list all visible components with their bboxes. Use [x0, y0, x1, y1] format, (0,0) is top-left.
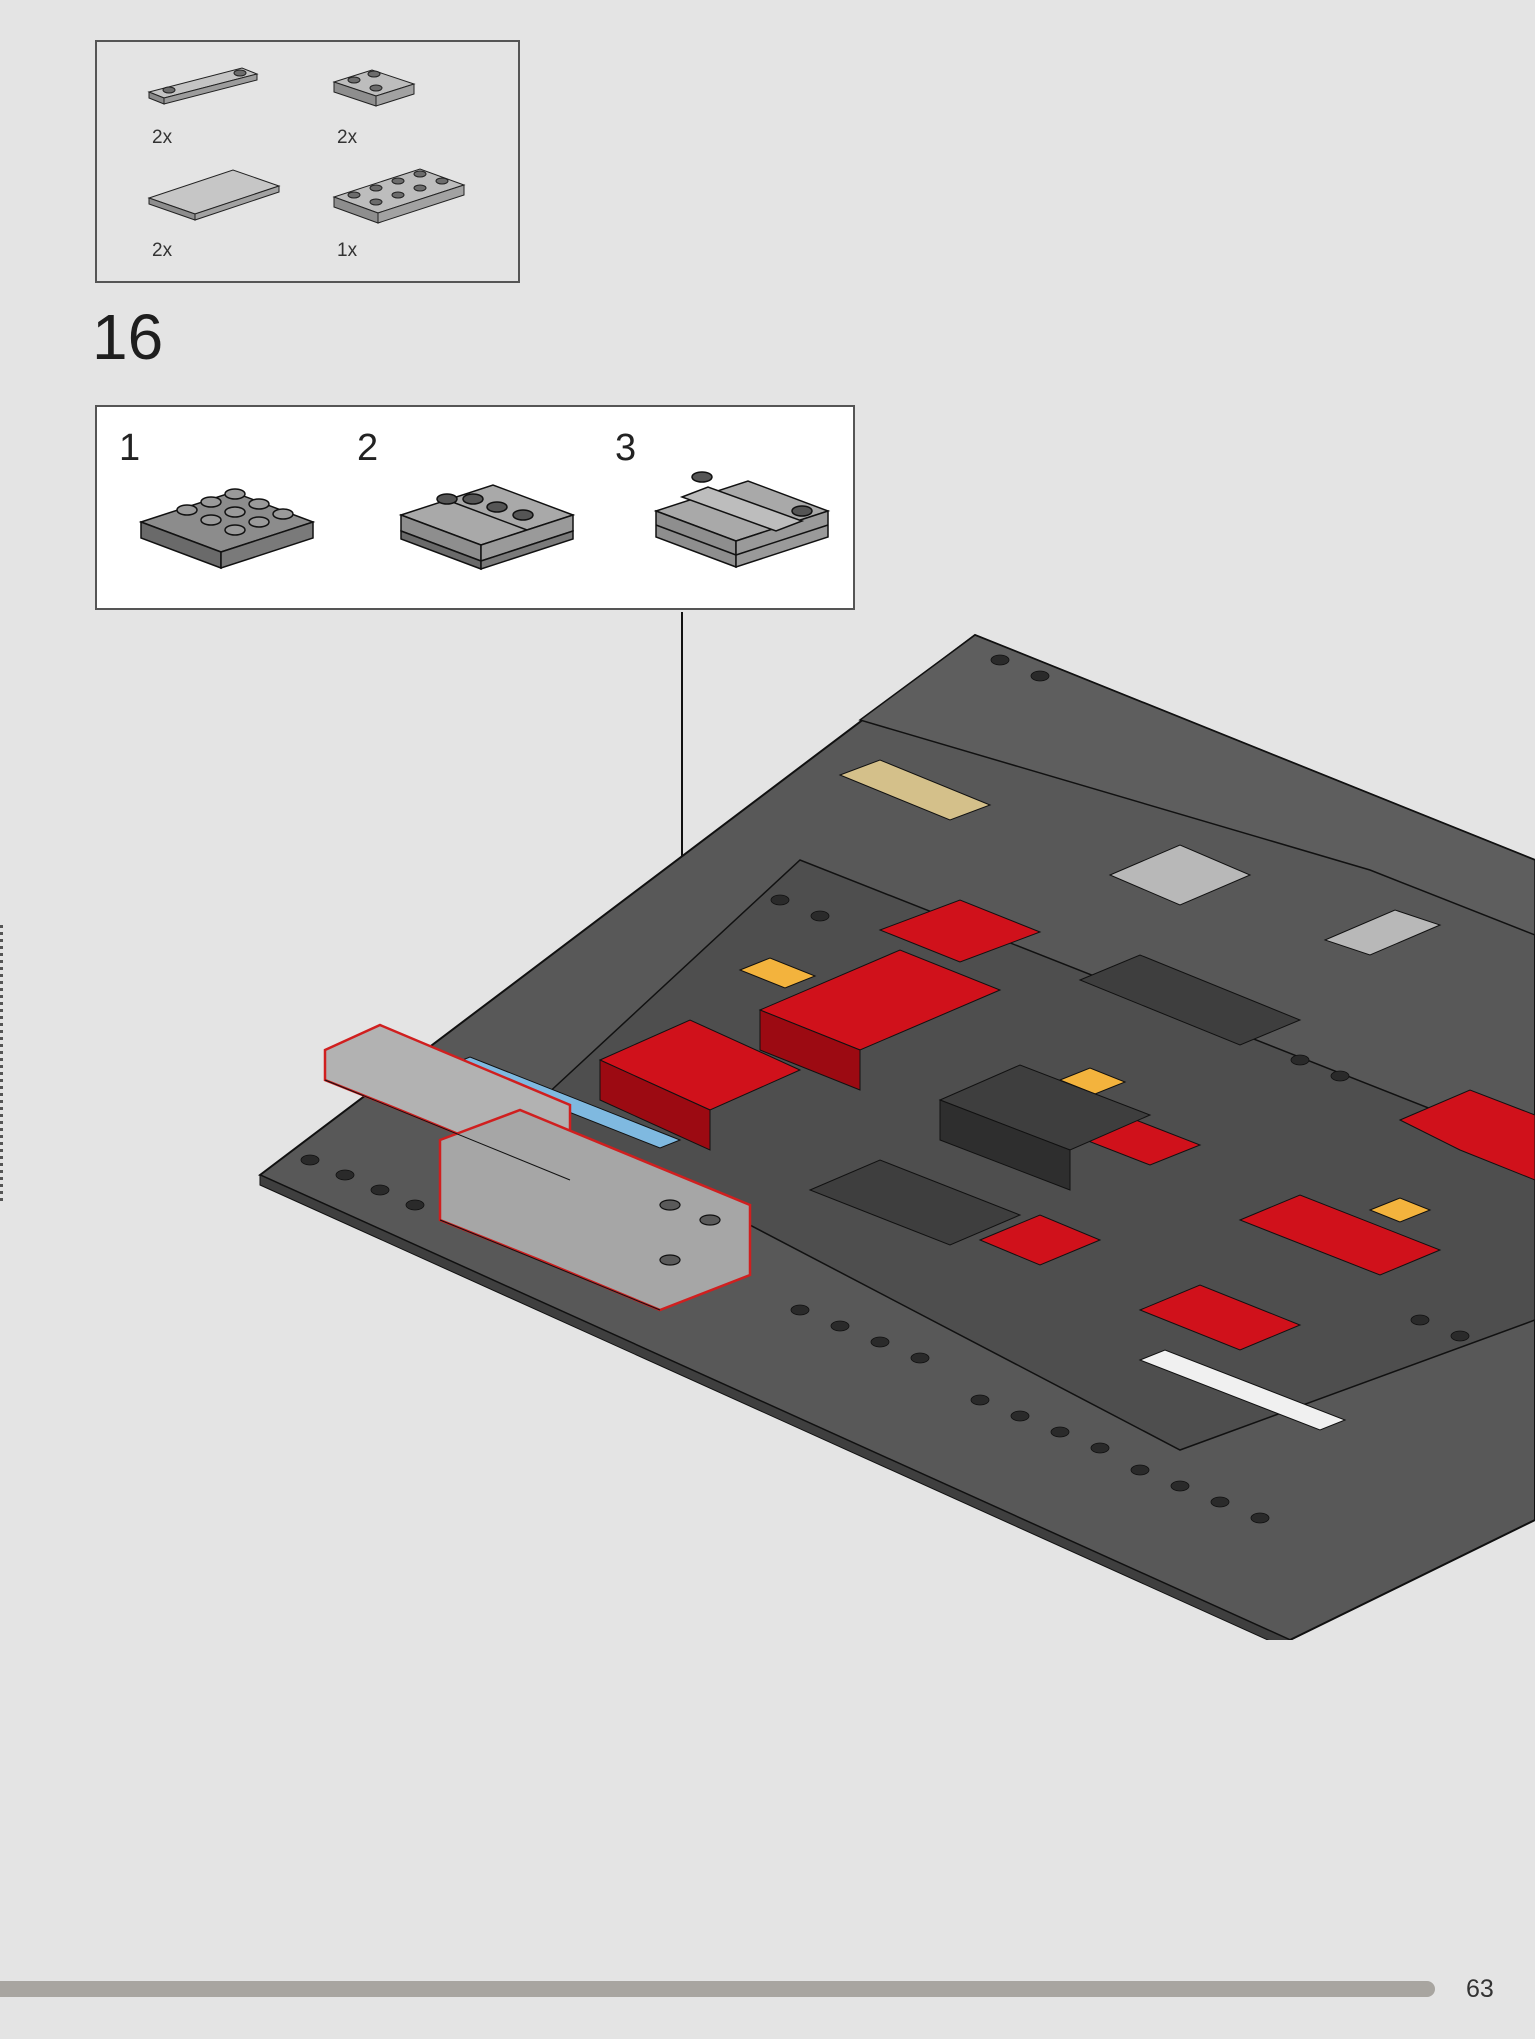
red-brick: [978, 1214, 1102, 1266]
substep-number: 2: [357, 427, 379, 469]
plate-2x2-corner-icon: [332, 69, 416, 107]
stacked-plates-with-tiles-icon: [653, 471, 831, 569]
gray-ledge: [1108, 844, 1252, 906]
edge-marks: [0, 925, 3, 1205]
yellow-tile: [738, 957, 817, 989]
page-number: 63: [1466, 1975, 1494, 2003]
part-quantity: 2x: [152, 127, 173, 148]
baseplate-edge: [259, 1174, 1291, 1640]
part-quantity: 1x: [337, 240, 358, 261]
red-brick: [878, 899, 1042, 963]
step-number: 16: [92, 301, 164, 373]
red-brick: [1138, 1284, 1302, 1351]
part-quantity: 2x: [152, 240, 173, 261]
dark-brick: [1078, 954, 1302, 1046]
stud-pattern: [300, 654, 1470, 1524]
red-brick-side: [759, 1009, 861, 1091]
parts-list-panel: 2x 2x 2x 1x: [95, 40, 520, 283]
model-assembly: [258, 633, 1535, 1640]
plate-2x4-icon: [332, 168, 466, 224]
white-tile-row: [1138, 1349, 1347, 1431]
yellow-tile: [1368, 1197, 1432, 1223]
part-quantity: 2x: [337, 127, 358, 148]
tan-plate: [838, 759, 992, 821]
tile-1x4-with-studs-icon: [147, 67, 259, 105]
dark-brick: [808, 1159, 1022, 1246]
plate-2x4-with-corner-plates-icon: [398, 484, 576, 571]
dark-brick-side: [939, 1099, 1071, 1191]
red-brick-side: [599, 1059, 711, 1151]
gray-ledge: [1323, 909, 1442, 956]
substep-number: 1: [119, 427, 141, 469]
substeps-panel: 1 2 3: [95, 405, 855, 610]
progress-bar: [0, 1981, 1435, 1997]
back-wall: [858, 634, 1535, 936]
substep-number: 3: [615, 427, 637, 469]
red-brick: [1238, 1194, 1442, 1276]
red-brick: [1398, 1089, 1535, 1181]
plate-2x4-icon: [138, 488, 316, 570]
tile-2x4-icon: [147, 169, 281, 221]
